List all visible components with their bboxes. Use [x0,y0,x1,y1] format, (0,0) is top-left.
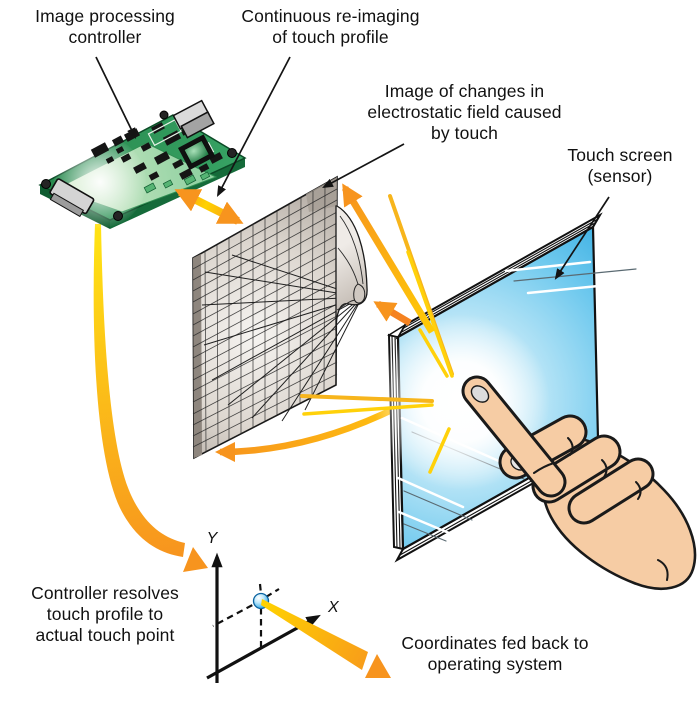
coordinate-axes: Y X [206,530,340,683]
label-touch-screen: Touch screen (sensor) [567,145,673,186]
pcb-screws [41,110,237,221]
label-electrostatic-image: Image of changes in electrostatic field … [367,81,562,143]
label-coordinates-feedback: Coordinates fed back to operating system [401,633,589,674]
screen-reflections [396,260,640,542]
arrowhead [365,654,391,678]
pointer-reimaging [216,56,291,197]
index-fingernail [470,385,490,403]
projection-dashes [212,583,280,649]
arrowhead [183,547,208,572]
pcb-edge-connector [49,178,95,218]
pinky-finger [570,460,652,522]
deformation-bump [335,205,368,332]
pcb-main-chip [178,134,216,171]
pointer-lines [95,56,610,280]
pointer-field-image [322,143,405,189]
label-controller-resolves: Controller resolves touch profile to act… [31,583,179,645]
mesh-distortion-lines [201,254,363,422]
pcb-usb-connector [172,99,215,139]
index-finger [464,378,564,495]
arrow-screen-to-bump [373,300,412,327]
label-image-processing-controller: Image processing controller [35,6,175,47]
y-axis-label: Y [207,530,219,547]
glass-corner [387,324,406,338]
touch-rays [300,194,454,474]
hand [461,375,697,591]
pcb-capacitors [143,171,211,194]
pointer-touch-screen [554,196,610,280]
mesh-surface [192,175,368,460]
label-continuous-reimaging: Continuous re-imaging of touch profile [241,6,420,47]
arrow-controller-mesh [174,188,244,225]
arrow-controller-to-axes [93,224,208,572]
hand-creases [533,437,669,581]
mesh-horizontal-lines [192,188,338,448]
pointer-controller [95,56,136,139]
arrow-touchpoint-to-os [261,599,391,678]
x-axis-label: X [327,599,340,616]
arrow-screen-to-mesh-top [342,183,435,334]
